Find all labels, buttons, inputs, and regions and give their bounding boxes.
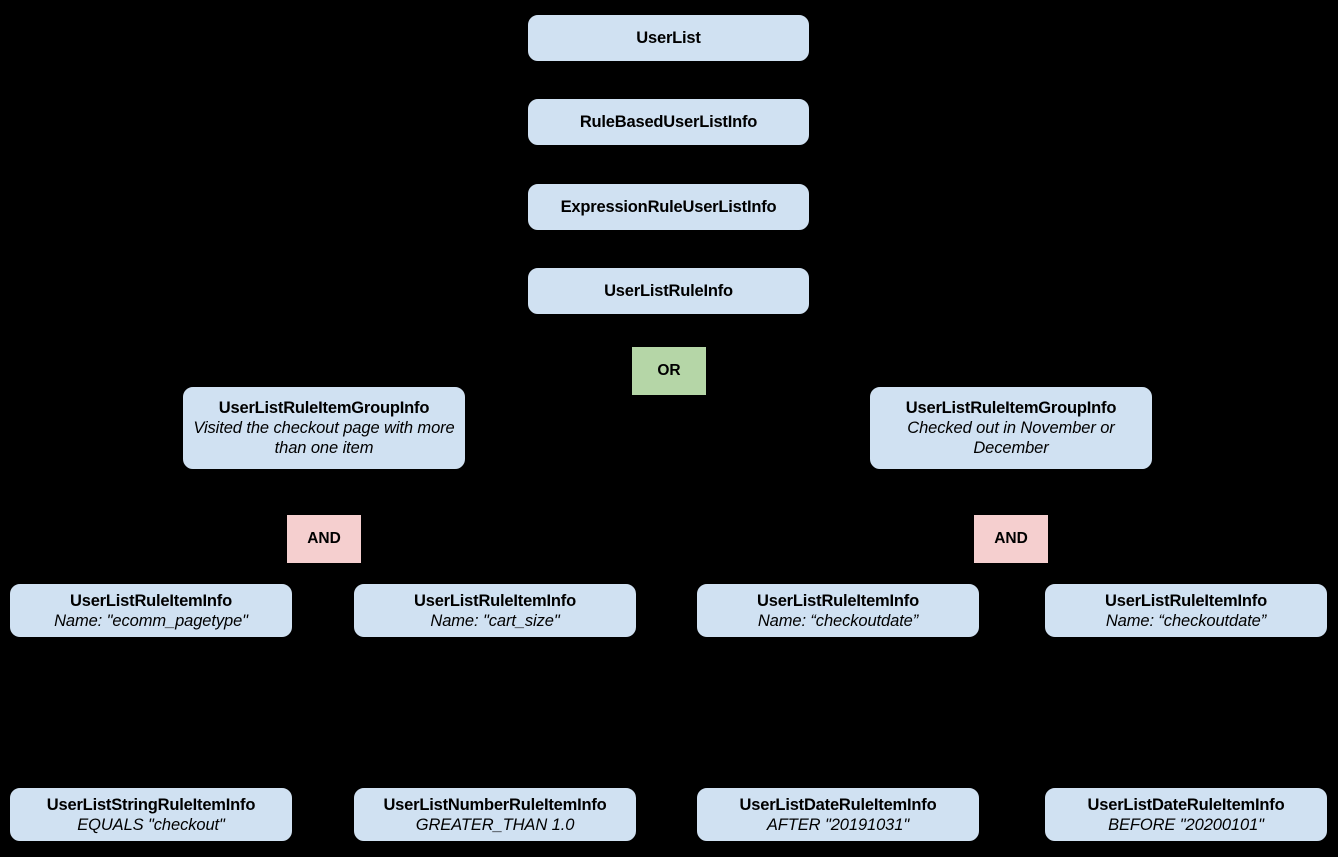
node-leaf-3[interactable]: UserListDateRuleItemInfo AFTER "20191031… [696, 787, 980, 842]
node-leaf-1-title: UserListStringRuleItemInfo [46, 795, 256, 814]
node-leaf-2[interactable]: UserListNumberRuleItemInfo GREATER_THAN … [353, 787, 637, 842]
arrowhead-rulebased [663, 84, 675, 96]
node-group-left[interactable]: UserListRuleItemGroupInfo Visited the ch… [182, 386, 466, 470]
node-and-right[interactable]: AND [973, 514, 1049, 564]
node-leaf-3-title: UserListDateRuleItemInfo [739, 795, 937, 814]
node-group-right[interactable]: UserListRuleItemGroupInfo Checked out in… [869, 386, 1153, 470]
node-rule-item-3-description: Name: “checkoutdate” [757, 611, 919, 630]
node-user-list-title: UserList [636, 29, 701, 47]
node-group-left-description: Visited the checkout page with more than… [193, 419, 455, 457]
edge-and-right-to-rule-item-4 [1037, 563, 1187, 584]
node-rule-item-2-description: Name: "cart_size" [430, 611, 560, 630]
node-or-operator[interactable]: OR [631, 346, 707, 396]
arrowhead-or [663, 332, 675, 344]
arrowhead-and-right [1005, 500, 1017, 512]
node-group-left-title: UserListRuleItemGroupInfo [218, 399, 430, 417]
node-leaf-4-title: UserListDateRuleItemInfo [1087, 795, 1285, 814]
node-rule-item-4-description: Name: “checkoutdate” [1105, 611, 1267, 630]
node-rule-item-4-title: UserListRuleItemInfo [1105, 591, 1267, 610]
node-expression-rule-user-list-info-title: ExpressionRuleUserListInfo [560, 198, 777, 216]
node-leaf-2-description: GREATER_THAN 1.0 [415, 815, 575, 834]
node-rule-item-3[interactable]: UserListRuleItemInfo Name: “checkoutdate… [696, 583, 980, 638]
node-leaf-4-description: BEFORE "20200101" [1108, 815, 1264, 834]
node-rule-item-4[interactable]: UserListRuleItemInfo Name: “checkoutdate… [1044, 583, 1328, 638]
node-rule-item-1-description: Name: "ecomm_pagetype" [54, 611, 248, 630]
node-user-list-rule-info[interactable]: UserListRuleInfo [527, 267, 810, 315]
node-expression-rule-user-list-info[interactable]: ExpressionRuleUserListInfo [527, 183, 810, 231]
node-leaf-3-description: AFTER "20191031" [766, 815, 910, 834]
node-rule-item-1[interactable]: UserListRuleItemInfo Name: "ecomm_pagety… [9, 583, 293, 638]
node-user-list[interactable]: UserList [527, 14, 810, 62]
edge-and-left-to-rule-item-1 [150, 563, 298, 584]
edge-and-right-to-rule-item-3 [837, 563, 985, 584]
node-leaf-4[interactable]: UserListDateRuleItemInfo BEFORE "2020010… [1044, 787, 1328, 842]
arrowhead-group-right [1003, 373, 1020, 385]
node-and-left[interactable]: AND [286, 514, 362, 564]
node-rule-based-user-list-info[interactable]: RuleBasedUserListInfo [527, 98, 810, 146]
node-rule-item-3-title: UserListRuleItemInfo [757, 591, 919, 610]
node-group-right-title: UserListRuleItemGroupInfo [905, 399, 1117, 417]
edge-and-left-to-rule-item-2 [350, 563, 496, 584]
arrowhead-expression [663, 169, 675, 181]
node-and-right-label: AND [994, 530, 1028, 547]
node-rule-item-2-title: UserListRuleItemInfo [414, 591, 576, 610]
arrowhead-and-left [318, 500, 330, 512]
node-rule-item-2[interactable]: UserListRuleItemInfo Name: "cart_size" [353, 583, 637, 638]
node-rule-item-1-title: UserListRuleItemInfo [70, 591, 232, 610]
arrowhead-group-left [316, 373, 333, 385]
node-user-list-rule-info-title: UserListRuleInfo [604, 282, 733, 300]
node-leaf-1[interactable]: UserListStringRuleItemInfo EQUALS "check… [9, 787, 293, 842]
node-leaf-2-title: UserListNumberRuleItemInfo [383, 795, 607, 814]
node-and-left-label: AND [307, 530, 341, 547]
node-group-right-description: Checked out in November or December [907, 419, 1115, 457]
arrowhead-userlistruleinfo [663, 254, 675, 266]
node-rule-based-user-list-info-title: RuleBasedUserListInfo [579, 113, 758, 131]
node-leaf-1-description: EQUALS "checkout" [77, 815, 225, 834]
node-or-operator-label: OR [657, 362, 681, 379]
